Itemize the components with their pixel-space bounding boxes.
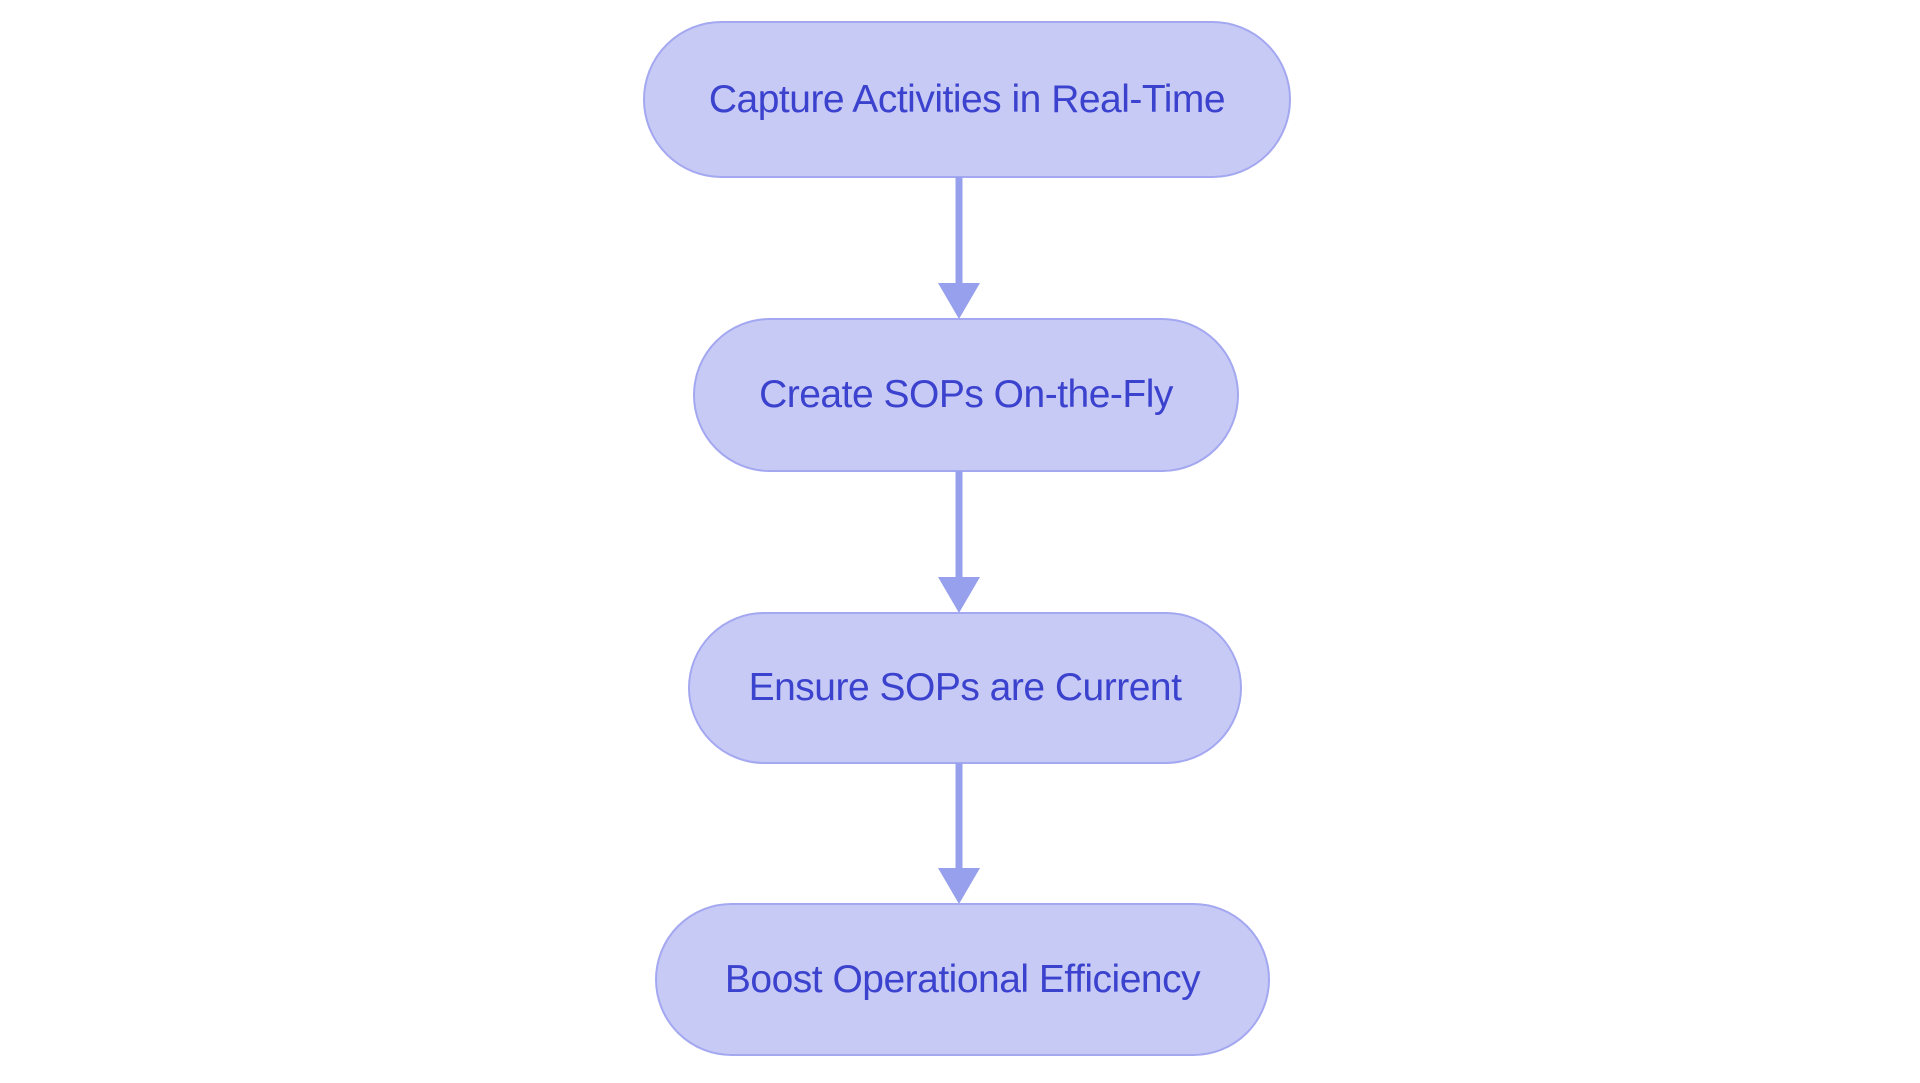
- flow-node-ensure: Ensure SOPs are Current: [688, 612, 1242, 764]
- arrow-down-icon: [937, 471, 981, 613]
- arrow-down-icon: [937, 763, 981, 904]
- flow-node-capture: Capture Activities in Real-Time: [643, 21, 1291, 178]
- flow-node-label: Create SOPs On-the-Fly: [759, 373, 1173, 416]
- flow-node-label: Capture Activities in Real-Time: [708, 77, 1226, 121]
- flow-node-create: Create SOPs On-the-Fly: [693, 318, 1239, 472]
- flow-node-boost: Boost Operational Efficiency: [655, 903, 1270, 1056]
- arrow-down-icon: [937, 177, 981, 319]
- flow-node-label: Boost Operational Efficiency: [724, 957, 1201, 1001]
- flow-node-label: Ensure SOPs are Current: [748, 666, 1182, 709]
